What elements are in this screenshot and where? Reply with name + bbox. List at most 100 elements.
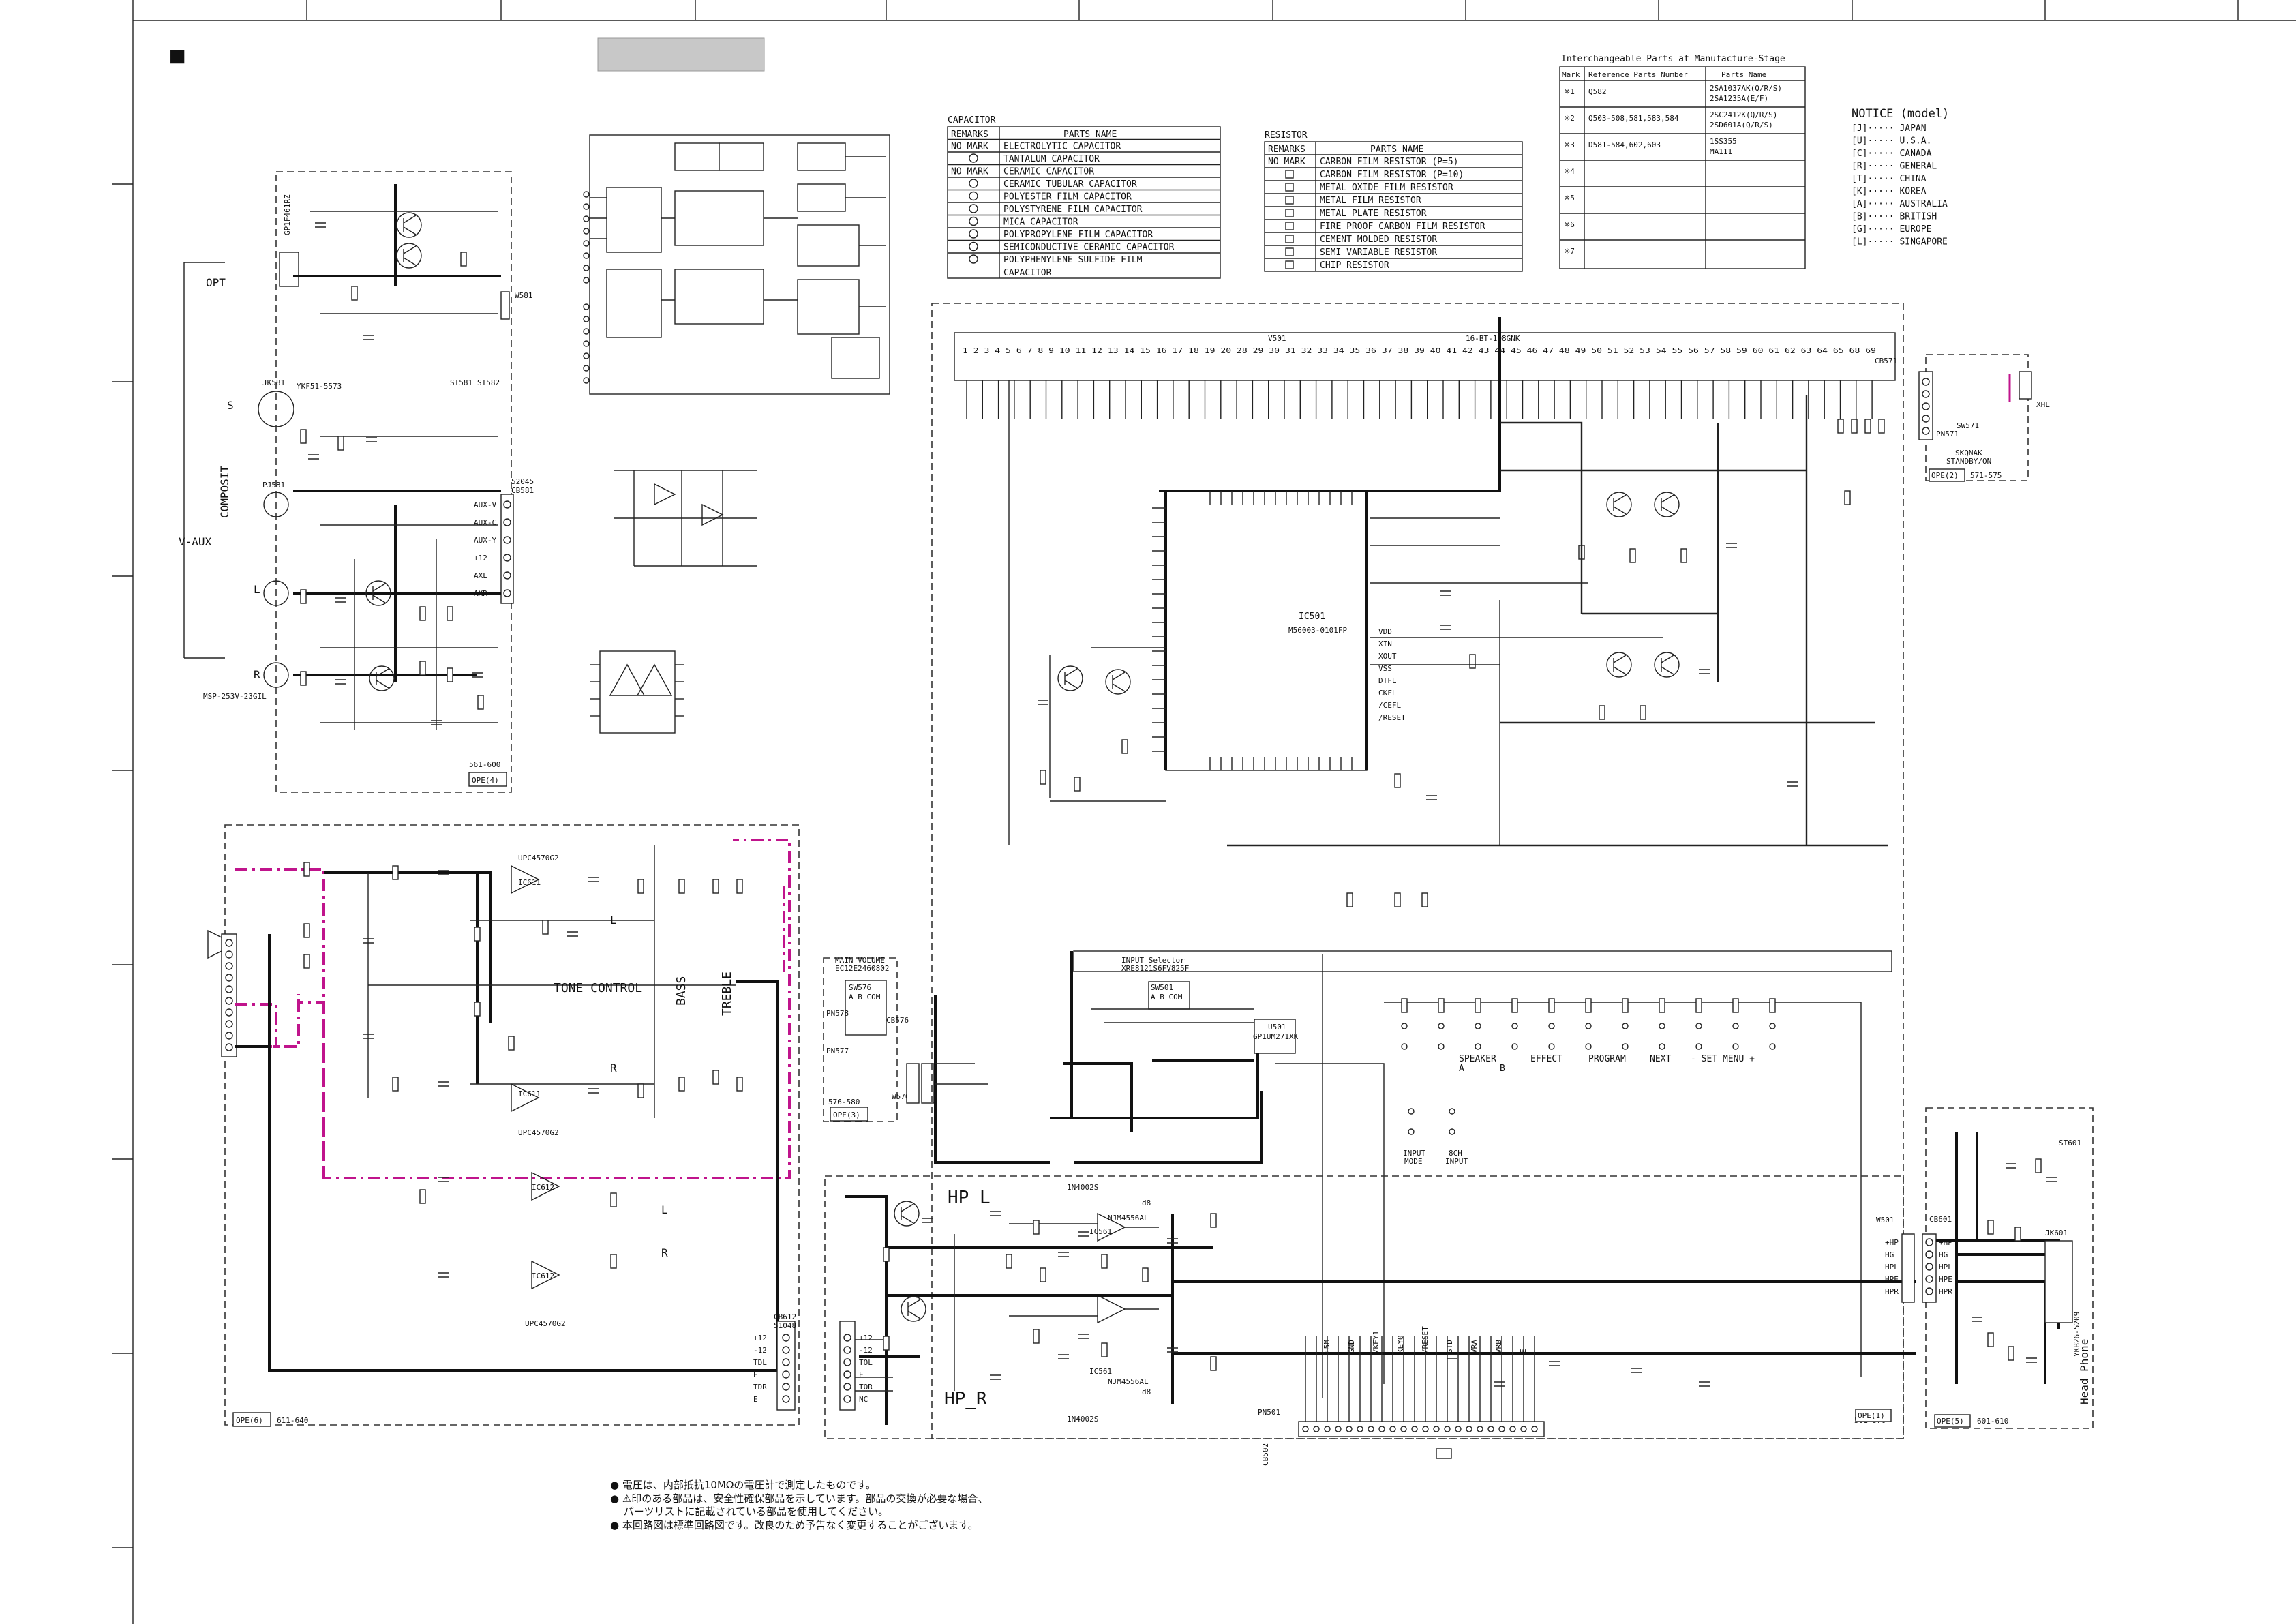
notice-model-list: NOTICE (model) [J]····· JAPAN[U]····· U.… bbox=[1852, 107, 1949, 247]
key-switch-contact bbox=[1622, 1043, 1629, 1050]
res-symbol-icon bbox=[1285, 170, 1294, 179]
label-52045: 52045 bbox=[511, 477, 534, 486]
notice-item: [U]····· U.S.A. bbox=[1852, 136, 1931, 147]
key-switch-contact bbox=[1769, 1043, 1776, 1050]
ic-package-drawing bbox=[590, 650, 684, 734]
pn501-pin bbox=[1389, 1426, 1396, 1432]
key-label: A bbox=[1459, 1064, 1464, 1074]
resistor-symbol bbox=[1394, 892, 1401, 907]
res-header-remarks: REMARKS bbox=[1268, 145, 1305, 155]
ic501-pin-label: DTFL bbox=[1378, 676, 1397, 685]
capacitor-symbol bbox=[1167, 1238, 1178, 1244]
key-switch-contact bbox=[1511, 1043, 1518, 1050]
aux-pin-label: AXL bbox=[474, 571, 487, 580]
pn501-pin bbox=[1433, 1426, 1440, 1432]
label-cb571: CB571 bbox=[1875, 357, 1897, 365]
label-w576: W576 bbox=[892, 1092, 910, 1101]
cb612-pin bbox=[782, 1370, 790, 1379]
capacitor-symbol bbox=[1549, 1361, 1560, 1366]
cb571-pin bbox=[1922, 378, 1930, 386]
cb612-pin bbox=[782, 1395, 790, 1403]
capacitor-symbol bbox=[2026, 1357, 2037, 1363]
resistor-symbol bbox=[300, 589, 307, 604]
resistor-symbol bbox=[1394, 773, 1401, 788]
cb571-pin bbox=[1922, 402, 1930, 410]
label-ic612-b: IC612 bbox=[532, 1272, 554, 1280]
label-d8-b: d8 bbox=[1142, 1387, 1151, 1396]
resistor-symbol bbox=[460, 252, 467, 267]
resistor-symbol bbox=[474, 1002, 481, 1017]
ic-row-mark: ※1 bbox=[1564, 87, 1575, 96]
res-symbol-icon bbox=[1285, 209, 1294, 217]
cap-row-name: POLYESTER FILM CAPACITOR bbox=[1003, 192, 1132, 202]
label-sw576: SW576 bbox=[849, 983, 871, 992]
sheet-frame bbox=[112, 0, 2296, 1624]
transistor-leads bbox=[901, 1203, 914, 1224]
capacitor-symbol bbox=[438, 1272, 449, 1278]
key-switch-contact bbox=[1585, 1023, 1592, 1029]
res-row-name: SEMI VARIABLE RESISTOR bbox=[1320, 247, 1437, 258]
key-label: EFFECT bbox=[1530, 1054, 1562, 1064]
key-resistor bbox=[1438, 998, 1445, 1013]
cap-symbol-icon bbox=[969, 191, 978, 201]
capacitor-symbol bbox=[1787, 781, 1798, 787]
cb612-pin-label: +12 bbox=[753, 1334, 767, 1342]
label-u501-part: GP1UM271XK bbox=[1253, 1032, 1299, 1041]
label-main-volume-part: EC12E2460802 bbox=[835, 964, 889, 973]
transistor-symbol bbox=[369, 665, 395, 691]
label-xhl: XHL bbox=[2036, 400, 2050, 409]
label-jk581-part: YKF51-5573 bbox=[297, 382, 342, 391]
label-ic561-a: IC561 bbox=[1089, 1227, 1112, 1236]
cap-row-name: POLYPHENYLENE SULFIDE FILM bbox=[1003, 255, 1143, 265]
cb551-pin bbox=[843, 1358, 851, 1366]
cap-row-name: CERAMIC CAPACITOR bbox=[1003, 167, 1094, 177]
resistor-symbol bbox=[1851, 419, 1858, 434]
label-v501: V501 bbox=[1268, 334, 1286, 343]
key-switch-contact bbox=[1659, 1023, 1665, 1029]
label-ic501-part: M56003-0101FP bbox=[1288, 626, 1347, 635]
cb612-pin bbox=[782, 1383, 790, 1391]
cb571-pin bbox=[1922, 390, 1930, 398]
pn501-pin bbox=[1357, 1426, 1363, 1432]
w501-pin-label: HPE bbox=[1885, 1275, 1899, 1284]
resistor-symbol bbox=[1346, 892, 1353, 907]
pn501-pin-label: GND bbox=[1347, 1340, 1356, 1353]
key-switch-contact bbox=[1438, 1023, 1445, 1029]
capacitor-symbol bbox=[1078, 1231, 1089, 1237]
pn501-pin bbox=[1444, 1426, 1451, 1432]
label-cb502: CB502 bbox=[1261, 1443, 1270, 1466]
resistor-symbol bbox=[678, 1077, 685, 1092]
transistor-leads bbox=[907, 1299, 921, 1319]
cb601-pin-label: HG bbox=[1939, 1250, 1948, 1259]
ic-row-part-b: 2SA1235A(E/F) bbox=[1710, 94, 1768, 103]
capacitor-symbol bbox=[990, 1211, 1001, 1216]
key-switch-contact bbox=[1659, 1043, 1665, 1050]
bd-terminal bbox=[583, 203, 590, 210]
transistor-symbol bbox=[1606, 492, 1632, 517]
label-hp-r-lower: R bbox=[661, 1246, 668, 1259]
corner-square-glyph: ■ bbox=[170, 42, 185, 69]
aux-pin bbox=[503, 536, 511, 544]
transistor-symbol bbox=[1057, 665, 1083, 691]
signal-path-tone bbox=[235, 839, 791, 1179]
bd-terminal bbox=[583, 191, 590, 198]
key-switch-contact bbox=[1622, 1023, 1629, 1029]
ic501-pin-label: CKFL bbox=[1378, 689, 1397, 697]
cb551-pin-label: +12 bbox=[859, 1334, 873, 1342]
bd-terminal bbox=[583, 265, 590, 271]
capacitor-symbol bbox=[335, 597, 346, 603]
cap-row-name: MICA CAPACITOR bbox=[1003, 217, 1078, 228]
key-switch-contact bbox=[1449, 1108, 1455, 1115]
pn501-pin bbox=[1346, 1426, 1353, 1432]
transistor-symbol bbox=[1654, 492, 1680, 517]
cap-row-name: SEMICONDUCTIVE CERAMIC CAPACITOR bbox=[1003, 243, 1175, 253]
resistor-symbol bbox=[542, 920, 549, 935]
w501-pin-label: HPR bbox=[1885, 1287, 1899, 1296]
key-resistor bbox=[1732, 998, 1739, 1013]
label-ope5: OPE(5) bbox=[1937, 1417, 1964, 1426]
label-v-aux: V-AUX bbox=[179, 535, 212, 548]
ic-header-name: Parts Name bbox=[1721, 70, 1766, 79]
capacitor-symbol bbox=[1167, 1347, 1178, 1353]
res-row-name: CHIP RESISTOR bbox=[1320, 260, 1389, 271]
tone-input-pin bbox=[225, 1008, 233, 1017]
